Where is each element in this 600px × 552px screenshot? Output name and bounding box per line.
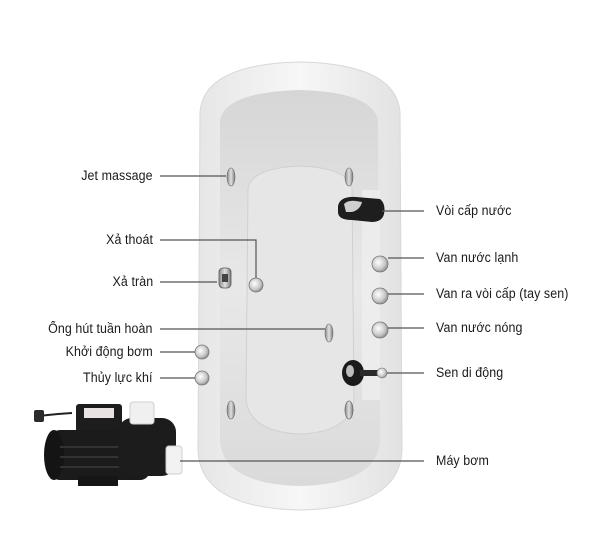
jet-bottom-left — [226, 400, 236, 420]
label-xa-thoat: Xả thoát — [105, 232, 153, 247]
air-control-knob — [194, 370, 210, 386]
diverter-valve — [371, 287, 389, 305]
label-sen-di-dong: Sen di động — [436, 365, 504, 380]
label-jet-massage: Jet massage — [81, 168, 153, 183]
jet-top-right — [344, 167, 354, 187]
label-van-nuoc-nong: Van nước nóng — [436, 320, 523, 335]
label-thuy-luc-khi: Thủy lực khí — [83, 370, 153, 385]
label-voi-cap-nuoc: Vòi cấp nước — [436, 203, 512, 218]
hand-shower — [342, 360, 388, 386]
pump-start-button — [194, 344, 210, 360]
leader-lines — [160, 175, 424, 462]
label-xa-tran: Xả tràn — [112, 274, 153, 289]
hot-water-valve — [371, 321, 389, 339]
label-ong-hut-tuan-hoan: Ống hút tuần hoàn — [48, 321, 153, 336]
pump-unit — [34, 401, 183, 486]
label-khoi-dong-bom: Khởi động bơm — [65, 344, 153, 359]
label-may-bom: Máy bơm — [436, 453, 489, 468]
label-van-nuoc-lanh: Van nước lạnh — [436, 250, 519, 265]
cold-water-valve — [371, 255, 389, 273]
jet-mid-right — [324, 323, 334, 343]
overflow-fitting — [218, 267, 232, 289]
label-van-ra-voi-cap: Van ra vòi cấp (tay sen) — [436, 286, 569, 301]
faucet-spout — [338, 196, 385, 222]
drain-fitting — [248, 277, 264, 293]
jet-top-left — [226, 167, 236, 187]
jet-right-lower — [344, 400, 354, 420]
